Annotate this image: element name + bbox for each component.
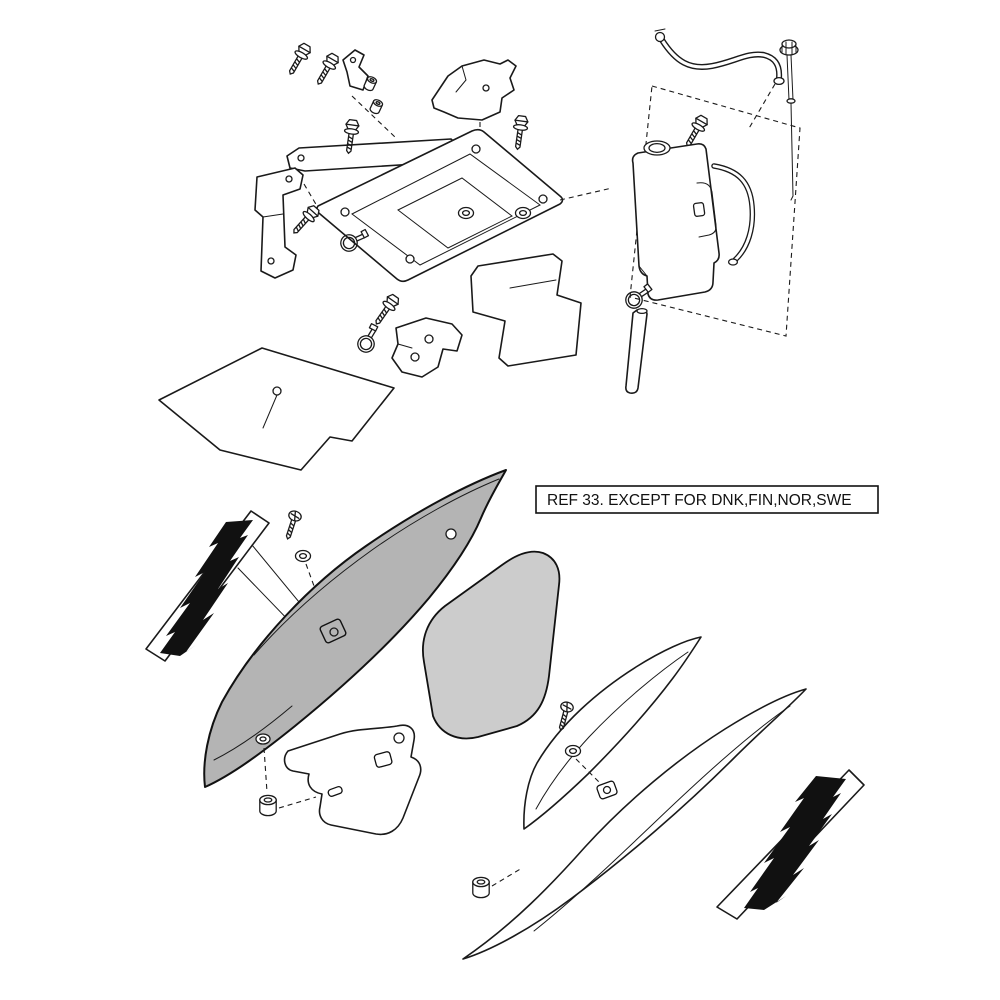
reservoir-tank — [631, 140, 720, 301]
rubber-grommet — [259, 794, 277, 817]
support-bracket — [391, 317, 463, 378]
coolant-reservoir-assembly — [623, 28, 801, 394]
plain-washer — [564, 744, 582, 758]
overflow-pipe — [625, 307, 648, 394]
fazer-decal-right — [716, 769, 865, 920]
breather-hose — [654, 28, 785, 86]
flange-bolt — [311, 50, 342, 89]
side-cover-right-inner — [523, 636, 702, 830]
side-cover-inner-panel — [422, 550, 561, 740]
upper-cover-plate — [431, 59, 517, 121]
mounting-bracket-assembly — [254, 40, 613, 378]
rubber-mat — [158, 347, 395, 471]
heat-shield-plate — [470, 253, 582, 367]
pan-head-screw — [280, 508, 304, 542]
flange-bolt — [283, 40, 314, 79]
cover-bracket — [283, 724, 422, 836]
flange-bolt — [288, 202, 323, 239]
left-side-cover-assembly — [145, 469, 561, 836]
plain-washer — [514, 206, 532, 220]
wing-bracket — [342, 49, 369, 91]
ref-note-text: REF 33. EXCEPT FOR DNK,FIN,NOR,SWE — [547, 492, 852, 509]
rubber-grommet — [472, 876, 490, 899]
flange-bolt — [369, 291, 402, 329]
ref-note: REF 33. EXCEPT FOR DNK,FIN,NOR,SWE — [535, 485, 879, 514]
reservoir-cap-dipstick — [779, 39, 799, 201]
collar-spacer — [368, 97, 385, 116]
plain-washer — [457, 206, 475, 220]
side-cover-right-outer — [462, 688, 807, 960]
right-side-cover-assembly — [462, 636, 865, 960]
fazer-decal-left — [145, 510, 270, 662]
flange-bolt — [509, 114, 530, 151]
plain-washer — [294, 549, 312, 563]
side-channel-bracket — [254, 167, 304, 279]
side-cover-left — [203, 469, 507, 788]
hose-clamp — [352, 321, 385, 355]
reservoir-side-hose — [711, 163, 756, 266]
